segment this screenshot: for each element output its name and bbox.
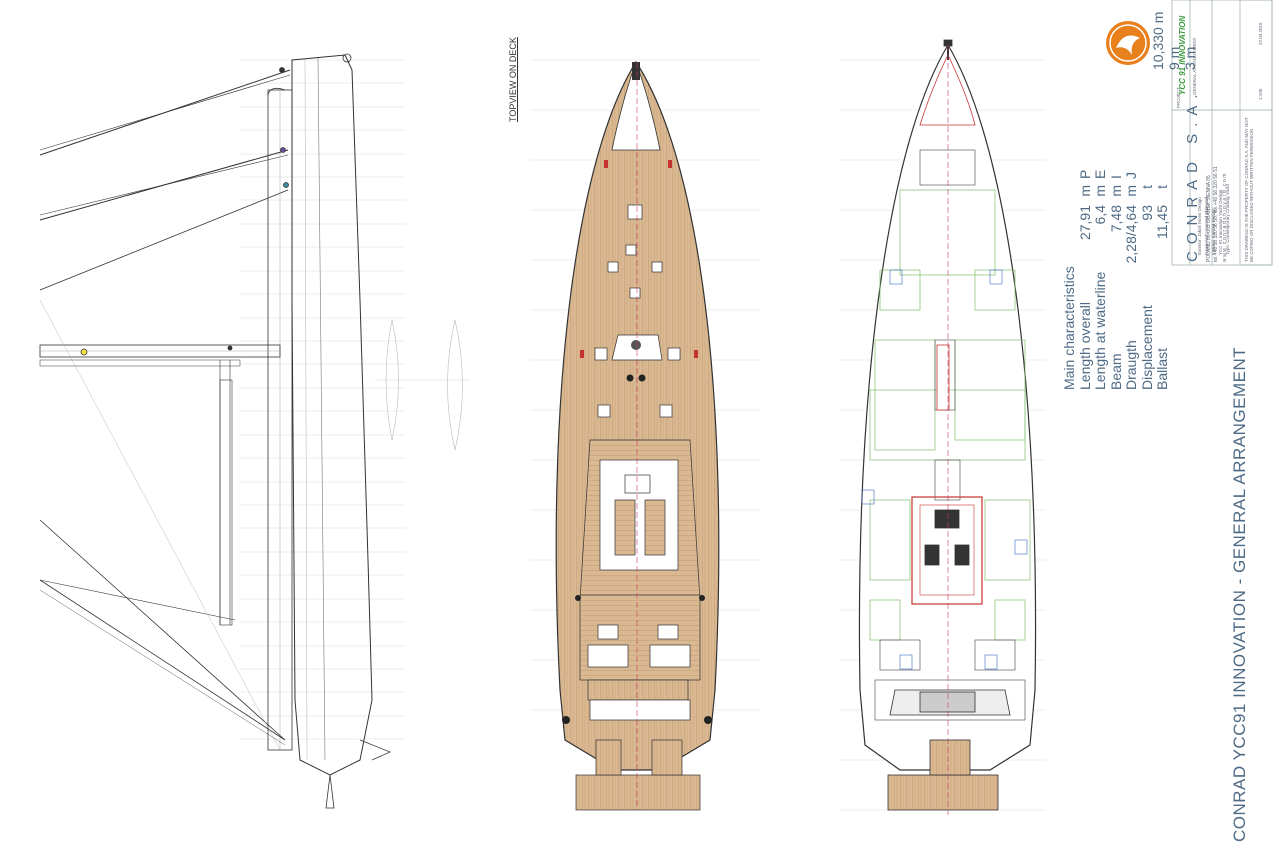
rig-unit: m [1150,11,1166,24]
title-field: YCC 91 Innovation Yacht Design [1218,189,1223,255]
drawing-title: CONRAD YCC91 INNOVATION - GENERAL ARRANG… [1230,346,1249,842]
char-row: Draugth 2,28/4,64 m J [1123,163,1140,390]
topview-label: TOPVIEW ON DECK [508,37,518,122]
title-field: Type: Contemporary Cruising Yacht [1225,184,1230,255]
char-unit: t [1138,185,1155,189]
date-value: 22.03.2016 [1258,22,1263,45]
char-unit: t [1154,185,1170,189]
sheet-title: GENERAL ARRANGEMENT [1192,37,1197,95]
char-value: 93 [1138,205,1155,221]
title-field: Interior: Conrad Design [1211,208,1216,255]
title-field: Exterior: Jakob Moen Design [1197,197,1202,255]
char-label: Length at waterline [1092,271,1108,390]
char-label: Beam [1107,353,1124,390]
char-code: I [1107,175,1124,179]
logo-icon [1106,21,1150,65]
char-unit: m [1076,185,1093,197]
char-unit: m [1107,185,1124,197]
char-row: Displacement 93 t [1138,163,1156,390]
deck-plan [555,60,720,811]
title-field: Naval Arch: Conrad Shipyard [1204,196,1209,255]
char-row: Length overall 27,91 m P [1076,163,1094,390]
project-name: YCC 91 INNOVATION [1178,15,1187,95]
char-unit: m [1092,185,1108,197]
char-code [1140,163,1156,179]
char-value: 7,48 [1107,205,1124,233]
side-view [39,53,470,809]
disclaimer: THIS DRAWING IS THE PROPERTY OF CONRAD S… [1244,117,1254,262]
main-characteristics: Main characteristics Length overall 27,9… [1061,163,1171,390]
interior-plan [858,39,1037,815]
title-fields: Exterior: Jakob Moen Design Naval Arch: … [1196,184,1231,255]
char-code: J [1123,172,1139,179]
char-unit: m [1123,185,1139,197]
char-value: 27,91 [1076,205,1093,241]
char-row: Ballast 11,45 t [1154,163,1171,390]
char-code: P [1076,169,1093,179]
char-value: 11,45 [1154,205,1170,239]
char-row: Length at waterline 6,4 m E [1092,163,1109,390]
char-code: E [1092,169,1108,179]
scale-value: 1:100 [1258,88,1263,100]
title-block-frame [1171,0,1273,266]
char-label: Length overall [1076,302,1093,390]
characteristics-heading: Main characteristics [1061,266,1077,390]
char-label: Draugth [1123,340,1139,390]
char-value: 6,4 [1092,205,1108,225]
rig-values: 10,330 m 9 m 3 m [1150,12,1198,70]
rig-value: 10,330 [1150,27,1166,70]
char-row: Beam 7,48 m I [1107,163,1125,390]
char-label: Displacement [1138,305,1155,390]
char-label: Ballast [1154,347,1170,390]
char-value: 2,28/4,64 [1123,205,1139,264]
char-code [1155,163,1171,179]
